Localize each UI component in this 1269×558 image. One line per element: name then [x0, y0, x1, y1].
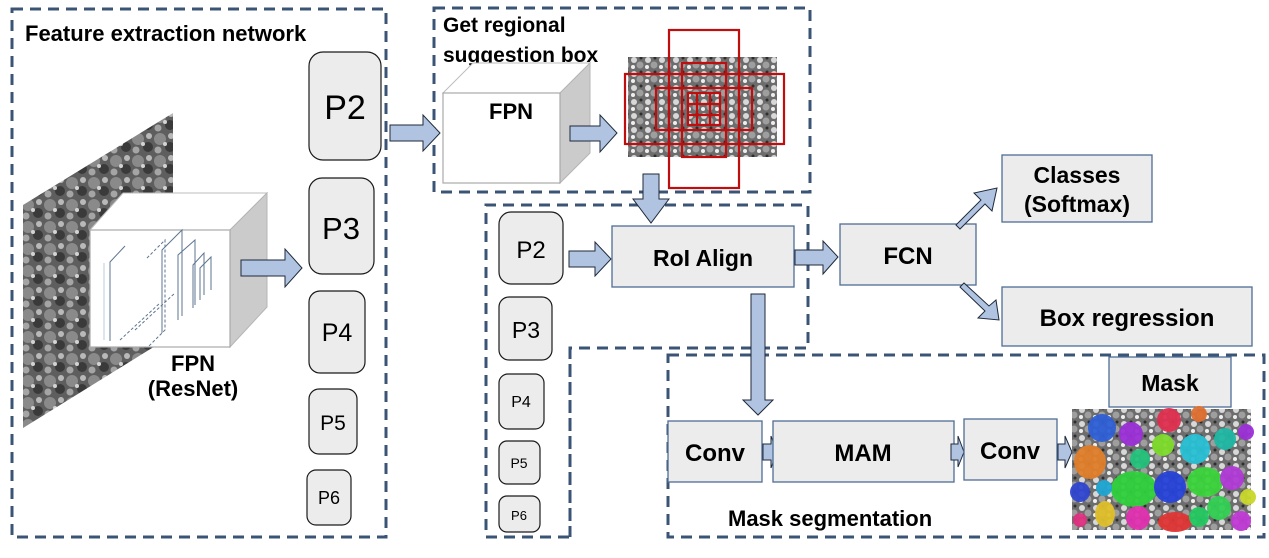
feature-map-layers [103, 228, 212, 349]
region-proposal-image [623, 28, 786, 190]
conv-block-2 [963, 418, 1058, 481]
roi-pyramid-label-p6: P6 [511, 508, 527, 523]
roi-align-label: RoI Align [653, 245, 753, 271]
arrow-roi-to-fcn [794, 239, 839, 276]
roi-pyramid-label-p5: P5 [510, 455, 527, 471]
pyramid-level-p3 [308, 177, 375, 275]
box-regression-block [1001, 286, 1253, 347]
arrow-rpn-to-proposals [569, 113, 618, 154]
proposal-boxes [623, 28, 786, 190]
fpn-resnet-label-line2: (ResNet) [148, 376, 238, 401]
feature-extraction-title: Feature extraction network [25, 21, 307, 46]
mask-output-label: Mask [1141, 370, 1199, 396]
pyramid-level-p5 [308, 388, 358, 455]
regional-title-line1: Get regional [443, 14, 566, 37]
roi-pyramid-level-p6 [498, 495, 541, 533]
rpn-fpn-cube [441, 61, 592, 185]
pyramid-label-p4: P4 [322, 319, 353, 347]
arrow-fcn-to-classes [955, 187, 998, 230]
regional-title-line2: suggestion box [443, 44, 598, 67]
arrow-roi-to-mask-branch [741, 293, 775, 416]
roi-align-block [611, 225, 795, 288]
proposal-sem-image [628, 57, 777, 157]
roi-pyramid-label-p3: P3 [512, 317, 540, 343]
classes-label-line2: (Softmax) [1024, 191, 1130, 217]
fcn-block [839, 223, 977, 286]
mask-segmentation-title: Mask segmentation [728, 506, 932, 531]
conv-label-1: Conv [685, 440, 746, 467]
mask-output-label-box [1108, 356, 1232, 408]
fpn-resnet-label-line1: FPN [171, 351, 215, 376]
feature-pyramid-roi: P2 P3 P4 P5 P6 [498, 211, 564, 533]
arrow-conv2-to-mask [1057, 435, 1073, 469]
pyramid-label-p3: P3 [322, 211, 360, 246]
classes-softmax-block [1001, 154, 1153, 223]
mam-label: MAM [834, 440, 891, 467]
feature-pyramid-left: P2 P3 P4 P5 P6 [306, 51, 382, 526]
pyramid-label-p6: P6 [318, 488, 340, 508]
arrow-p2-to-rpn [389, 113, 441, 153]
pyramid-level-p6 [306, 469, 352, 526]
fpn-resnet-cube [88, 191, 269, 349]
roi-pyramid-level-p4 [498, 373, 545, 430]
mam-block [772, 420, 955, 483]
mask-result-image [1070, 406, 1256, 532]
arrow-proposals-to-roi-align [632, 173, 670, 224]
pyramid-level-p2 [308, 51, 382, 161]
rpn-fpn-label: FPN [489, 99, 533, 124]
roi-pyramid-label-p2: P2 [516, 237, 545, 264]
pyramid-level-p4 [308, 290, 366, 374]
roi-pyramid-level-p5 [498, 440, 541, 485]
conv-block-1 [667, 420, 763, 483]
arrow-fpn-to-pyramid [240, 247, 303, 289]
pyramid-label-p5: P5 [320, 412, 346, 435]
box-regression-label: Box regression [1040, 305, 1215, 332]
arrow-mam-to-conv2 [950, 435, 965, 468]
roi-pyramid-level-p2 [498, 211, 564, 285]
roi-pyramid-label-p4: P4 [511, 394, 531, 411]
fcn-label: FCN [883, 243, 932, 270]
pyramid-label-p2: P2 [324, 89, 366, 127]
classes-label-line1: Classes [1034, 162, 1121, 188]
roi-pyramid-level-p3 [498, 296, 553, 361]
regional-suggestion-section-border [432, 6, 812, 194]
arrow-fcn-to-box-regression [959, 282, 1000, 321]
arrow-p2-to-roi-align [568, 240, 612, 278]
feature-extraction-section-border [10, 7, 388, 539]
conv-label-2: Conv [980, 438, 1041, 465]
